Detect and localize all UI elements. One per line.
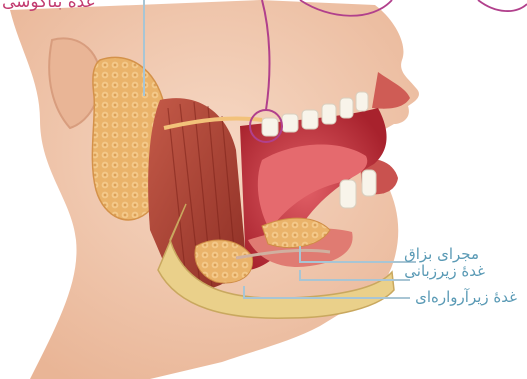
label-sublingual-gland: غدهٔ زیرزبانی [404,262,485,280]
label-submandibular-gland: غدهٔ زیرآرواره‌ای [415,288,517,306]
top-label-fragment: غدهٔ بناگوشی [2,0,94,12]
label-salivary-duct: مجرای بزاق [404,245,479,263]
callout-arc-right [478,0,527,11]
